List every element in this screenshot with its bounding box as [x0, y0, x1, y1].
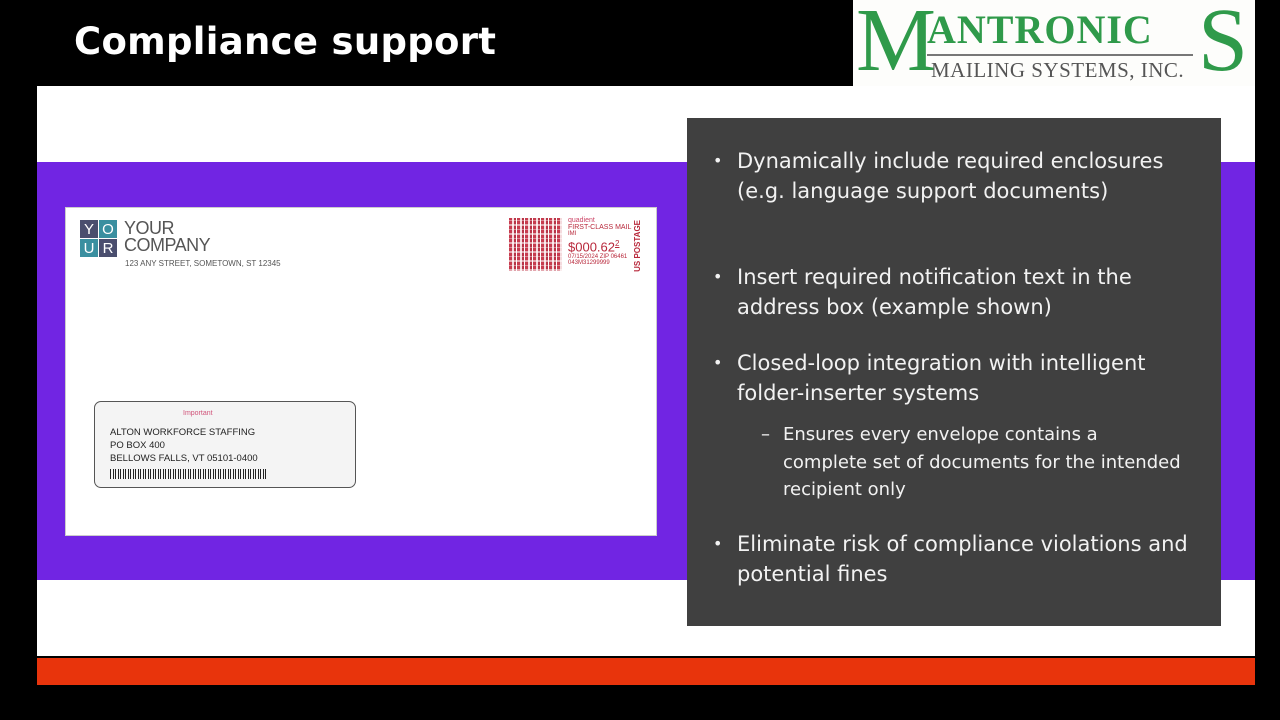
- sender-company: YOUR COMPANY: [124, 218, 211, 255]
- logo-rule: [927, 54, 1193, 56]
- logo-subtitle: MAILING SYSTEMS, INC.: [931, 58, 1185, 82]
- recipient-line: BELLOWS FALLS, VT 05101-0400: [110, 453, 258, 464]
- sub-bullet-item: Ensures every envelope contains a comple…: [761, 421, 1183, 504]
- recipient-address: ALTON WORKFORCE STAFFING PO BOX 400 BELL…: [110, 426, 258, 465]
- logo-letter-s: S: [1198, 0, 1249, 90]
- postage-date-zip: 07/15/2024 ZIP 06461: [568, 254, 628, 261]
- logo-tile: Y: [80, 220, 98, 238]
- sender-address: 123 ANY STREET, SOMETOWN, ST 12345: [125, 259, 281, 268]
- important-notice: Important: [183, 410, 213, 417]
- postage-class: FIRST-CLASS MAIL: [568, 224, 632, 231]
- address-window: Important ALTON WORKFORCE STAFFING PO BO…: [94, 401, 356, 488]
- postage-amount-value: $000.62: [568, 239, 615, 255]
- logo-wordmark: ANTRONIC: [927, 7, 1153, 52]
- logo-tile: R: [99, 239, 117, 257]
- postage-imi: IMI: [568, 231, 577, 237]
- logo-tile: U: [80, 239, 98, 257]
- red-footer-band: [37, 658, 1255, 685]
- bullet-item: Eliminate risk of compliance violations …: [713, 529, 1207, 589]
- postage-amount-fraction: 2: [615, 239, 620, 248]
- bullet-item: Dynamically include required enclosures …: [713, 146, 1207, 206]
- logo-letter-m: M: [856, 0, 937, 90]
- company-line: YOUR: [124, 218, 175, 238]
- company-line: COMPANY: [124, 235, 211, 255]
- bullet-panel: Dynamically include required enclosures …: [687, 118, 1221, 626]
- postage-brand: quadient: [568, 217, 595, 224]
- envelope-image: Y O U R YOUR COMPANY 123 ANY STREET, SOM…: [66, 208, 656, 535]
- mantronics-logo: M ANTRONIC S MAILING SYSTEMS, INC.: [853, 0, 1255, 86]
- bullet-item: Closed-loop integration with intelligent…: [713, 348, 1207, 408]
- imb-barcode-icon: [110, 469, 266, 479]
- recipient-line: ALTON WORKFORCE STAFFING: [110, 427, 256, 438]
- slide-title: Compliance support: [74, 20, 497, 63]
- recipient-line: PO BOX 400: [110, 440, 165, 451]
- bullet-item: Insert required notification text in the…: [713, 262, 1207, 322]
- postage-meter: 043M31299999: [568, 260, 610, 267]
- postage-2d-barcode-icon: [509, 218, 562, 271]
- your-company-logo-icon: Y O U R: [80, 220, 117, 257]
- logo-tile: O: [99, 220, 117, 238]
- postage-indicia: quadient FIRST-CLASS MAIL IMI $000.622 0…: [568, 217, 631, 266]
- postage-amount: $000.622: [568, 237, 631, 254]
- us-postage-label: US POSTAGE: [633, 220, 642, 272]
